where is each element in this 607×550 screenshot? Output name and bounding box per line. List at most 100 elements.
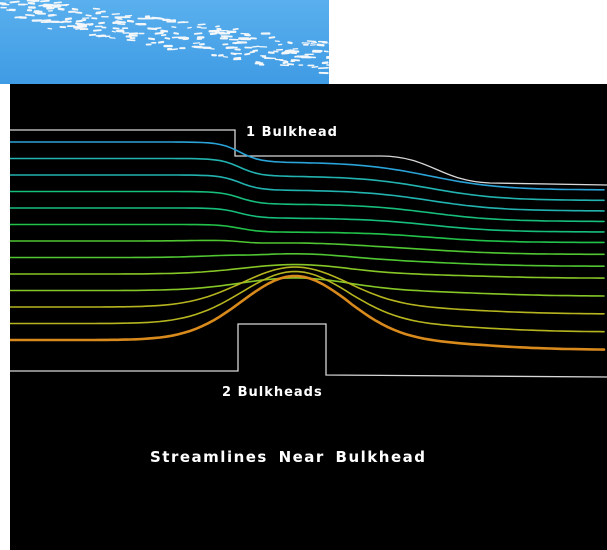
- particle-streak: [193, 32, 203, 35]
- particle-streak: [164, 37, 171, 40]
- particle-streak: [249, 51, 256, 54]
- particle-streak: [171, 26, 177, 29]
- particle-streak: [287, 41, 293, 45]
- streamline: [10, 223, 605, 244]
- particle-streak: [233, 56, 242, 60]
- streamline: [10, 157, 605, 202]
- particle-streak: [61, 20, 69, 23]
- particle-streak: [310, 41, 317, 44]
- particle-streak: [75, 27, 81, 30]
- particle-streak: [232, 28, 239, 31]
- particle-streak: [126, 19, 135, 23]
- particle-streak: [81, 24, 88, 27]
- particle-streak: [268, 36, 276, 39]
- streamline-visualization: 1 Bulkhead 2 Bulkheads Streamlines Near …: [10, 84, 607, 550]
- particle-streak: [125, 35, 132, 38]
- streamline-canvas: [10, 129, 607, 378]
- particle-streak: [33, 10, 43, 13]
- particle-streak: [85, 14, 92, 17]
- particle-streak: [75, 19, 83, 23]
- particle-streak: [98, 21, 105, 25]
- particle-streak: [80, 18, 87, 22]
- particle-streak: [95, 34, 105, 37]
- streamline: [10, 270, 605, 333]
- particle-streak: [111, 30, 117, 33]
- particle-streak: [126, 39, 136, 42]
- particle-streak: [25, 13, 35, 17]
- particle-streak: [209, 32, 218, 36]
- particle-streak: [311, 65, 319, 69]
- particle-streak: [171, 48, 179, 51]
- particle-streak: [47, 27, 53, 30]
- particle-streak: [157, 40, 165, 44]
- particle-streak: [287, 63, 295, 66]
- particle-streak: [53, 1, 62, 4]
- particle-streak: [290, 59, 300, 62]
- particle-streak: [154, 31, 164, 35]
- particle-streak: [47, 13, 55, 17]
- particle-streak: [0, 2, 7, 5]
- particle-streak: [9, 0, 20, 4]
- streamline: [10, 253, 605, 267]
- particle-streak: [74, 11, 83, 14]
- particle-streak: [40, 0, 50, 3]
- particle-streak: [187, 26, 192, 29]
- particle-streak: [279, 59, 288, 62]
- particle-streak: [26, 0, 37, 2]
- particle-streak: [282, 60, 289, 64]
- streamline: [10, 207, 605, 233]
- streamlines: [10, 141, 606, 351]
- streamline: [10, 190, 605, 223]
- particle-streak: [75, 22, 86, 26]
- particle-streak: [6, 9, 16, 12]
- particle-streak: [160, 29, 169, 33]
- particle-streak: [111, 13, 120, 15]
- particle-streak: [273, 50, 279, 53]
- bottom-wall-with-bulkheads: [10, 323, 607, 378]
- particle-streak: [197, 23, 206, 26]
- particle-streak: [234, 41, 241, 45]
- particle-streak: [57, 7, 65, 11]
- particle-streak: [45, 20, 52, 23]
- streamline: [10, 274, 606, 351]
- particle-streak: [83, 23, 90, 26]
- particle-streak: [284, 49, 292, 52]
- particle-streak: [158, 17, 165, 20]
- particle-streak: [244, 52, 251, 56]
- particle-streak: [193, 45, 203, 49]
- particle-streak: [177, 21, 185, 24]
- particle-streak: [116, 18, 123, 20]
- particle-flow-canvas: [0, 0, 329, 75]
- particle-streaks: [0, 0, 329, 75]
- streamline: [10, 263, 605, 279]
- particle-streak: [230, 52, 237, 56]
- streamline: [10, 174, 605, 212]
- particle-streak: [112, 27, 120, 30]
- particle-streak: [306, 40, 317, 43]
- particle-streak: [266, 57, 277, 60]
- particle-streak: [316, 43, 325, 47]
- particle-streak: [173, 32, 179, 35]
- particle-streak: [64, 17, 73, 21]
- particle-streak: [147, 37, 156, 41]
- streamline: [10, 239, 605, 256]
- particle-streak: [34, 11, 43, 15]
- particle-streak: [109, 36, 116, 39]
- top-wall-with-bulkhead: [10, 129, 607, 186]
- particle-streak: [93, 29, 102, 32]
- particle-streak: [71, 7, 79, 11]
- particle-streak: [116, 23, 126, 26]
- particle-streak: [218, 29, 229, 32]
- particle-streak: [154, 27, 162, 30]
- top-bulkhead-label: 1 Bulkhead: [246, 125, 338, 140]
- particle-streak: [88, 33, 97, 36]
- bottom-bulkheads-label: 2 Bulkheads: [222, 385, 323, 400]
- particle-streak: [192, 42, 201, 45]
- streamline: [10, 266, 605, 315]
- particle-streak: [215, 25, 220, 28]
- particle-streak: [59, 3, 70, 6]
- streamline: [10, 141, 605, 191]
- figure-caption: Streamlines Near Bulkhead: [150, 448, 427, 466]
- particle-streak: [251, 45, 260, 48]
